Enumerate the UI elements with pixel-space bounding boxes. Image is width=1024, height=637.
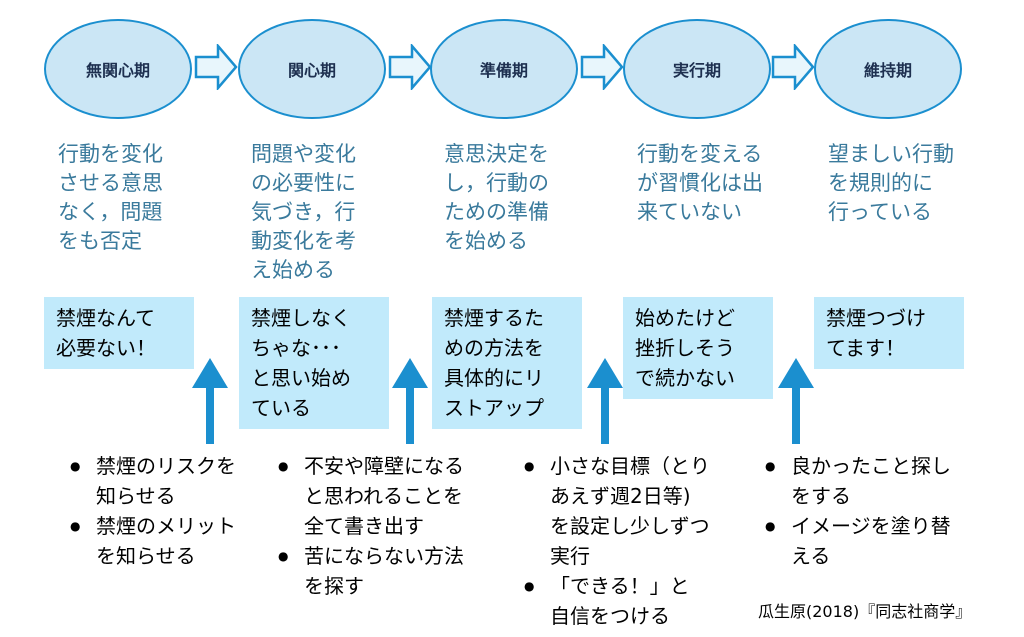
- desc-line: 来ていない: [637, 200, 742, 224]
- stage-description: 意思決定を し，行動の ための準備 を始める: [444, 140, 594, 256]
- voice-line: 禁煙つづけ: [826, 306, 926, 330]
- stage-voice-box: 始めたけど 挫折しそう で続かない: [623, 297, 773, 399]
- next-stage-arrow-icon: [194, 44, 238, 90]
- up-arrow-icon: [778, 358, 814, 444]
- stage-name: 実行期: [672, 61, 721, 80]
- desc-line: を始める: [444, 229, 528, 253]
- stage-oval-contemplation: 関心期: [238, 19, 386, 119]
- voice-line: 禁煙するた: [444, 306, 544, 330]
- voice-line: 挫折しそう: [635, 336, 735, 360]
- stage-description: 行動を変える が習慣化は出 来ていない: [637, 140, 797, 227]
- stage-voice-box: 禁煙するた めの方法を 具体的にリ ストアップ: [432, 297, 582, 429]
- desc-line: 気づき，行: [251, 200, 356, 224]
- voice-line: 必要ない！: [56, 336, 156, 360]
- desc-line: 動変化を考: [251, 229, 356, 253]
- desc-line: を規則的に: [828, 171, 933, 195]
- stage-name: 関心期: [287, 61, 336, 80]
- next-stage-arrow-icon: [771, 44, 815, 90]
- stage-voice-box: 禁煙しなく ちゃな･･･ と思い始め ている: [239, 297, 389, 429]
- voice-line: ちゃな･･･: [251, 336, 341, 360]
- desc-line: 問題や変化: [251, 142, 356, 166]
- desc-line: をも否定: [58, 229, 142, 253]
- stage-oval-precontemplation: 無関心期: [44, 19, 192, 119]
- stage-voice-box: 禁煙なんて 必要ない！: [44, 297, 194, 369]
- stage-oval-action: 実行期: [623, 19, 771, 119]
- stage-oval-maintenance: 維持期: [814, 19, 962, 119]
- up-arrow-icon: [192, 358, 228, 444]
- desc-line: 行動を変える: [637, 142, 763, 166]
- desc-line: ための準備: [444, 200, 549, 224]
- stage-description: 行動を変化 させる意思 なく，問題 をも否定: [58, 140, 208, 256]
- next-stage-arrow-icon: [580, 44, 624, 90]
- desc-line: の必要性に: [251, 171, 356, 195]
- voice-line: ストアップ: [444, 396, 544, 420]
- desc-line: させる意思: [58, 171, 163, 195]
- voice-line: 禁煙しなく: [251, 306, 351, 330]
- stage-oval-preparation: 準備期: [430, 19, 578, 119]
- next-stage-arrow-icon: [388, 44, 432, 90]
- voice-line: 禁煙なんて: [56, 306, 155, 330]
- desc-line: 望ましい行動: [828, 142, 954, 166]
- voice-line: と思い始め: [251, 366, 351, 390]
- desc-line: 行っている: [828, 200, 932, 224]
- voice-line: てます！: [826, 336, 905, 360]
- stage-name: 無関心期: [85, 61, 150, 80]
- stage-description: 望ましい行動 を規則的に 行っている: [828, 140, 988, 227]
- desc-line: なく，問題: [58, 200, 163, 224]
- stage-voice-box: 禁煙つづけ てます！: [814, 297, 964, 369]
- voice-line: 始めたけど: [635, 306, 735, 330]
- voice-line: で続かない: [635, 366, 735, 390]
- desc-line: え始める: [251, 258, 335, 282]
- desc-line: 意思決定を: [444, 142, 549, 166]
- desc-line: 行動を変化: [58, 142, 163, 166]
- stage-name: 準備期: [479, 61, 528, 80]
- citation: 瓜生原(2018)『同志社商学』: [758, 602, 972, 621]
- up-arrow-icon: [392, 358, 428, 444]
- up-arrow-icon: [587, 358, 623, 444]
- voice-line: ている: [251, 396, 311, 420]
- desc-line: が習慣化は出: [637, 171, 763, 195]
- stage-name: 維持期: [863, 61, 912, 80]
- stage-description: 問題や変化 の必要性に 気づき，行 動変化を考 え始める: [251, 140, 401, 285]
- voice-line: 具体的にリ: [444, 366, 544, 390]
- voice-line: めの方法を: [444, 336, 544, 360]
- desc-line: し，行動の: [444, 171, 549, 195]
